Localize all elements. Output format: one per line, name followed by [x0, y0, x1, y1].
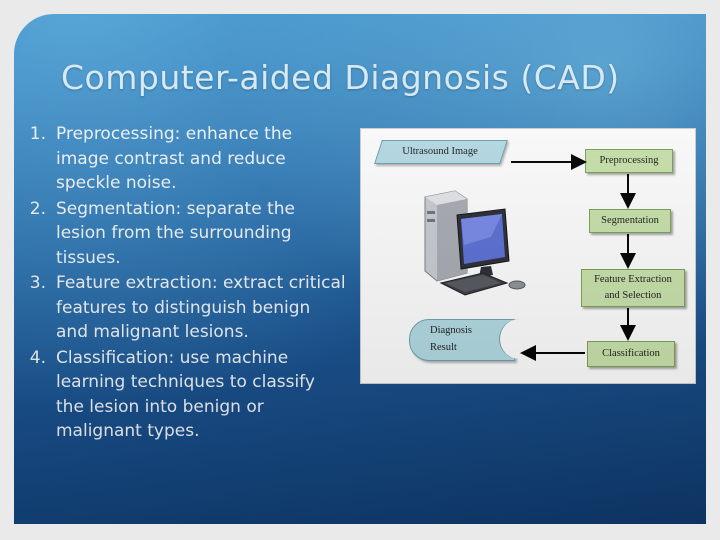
list-text: Segmentation: separate the lesion from t… [56, 198, 295, 268]
list-text: Classification: use machine learning tec… [56, 347, 315, 442]
steps-list: 1. Preprocessing: enhance the image cont… [26, 122, 346, 445]
list-number: 4. [29, 347, 46, 368]
computer-icon [424, 190, 526, 296]
slide: Computer-aided Diagnosis (CAD) 1. Prepro… [14, 14, 706, 524]
preprocessing-box: Preprocessing [585, 149, 673, 173]
diagnosis-result-line1: Diagnosis [430, 325, 472, 336]
list-item: 3. Feature extraction: extract critical … [26, 271, 346, 345]
list-number: 2. [29, 198, 46, 219]
list-item: 1. Preprocessing: enhance the image cont… [26, 122, 346, 196]
feature-extraction-line1: Feature Extraction [594, 274, 672, 285]
slide-title: Computer-aided Diagnosis (CAD) [61, 58, 620, 97]
list-number: 1. [29, 124, 46, 144]
diagnosis-result-label: Diagnosis Result [430, 322, 500, 356]
segmentation-box: Segmentation [589, 209, 671, 233]
list-item: 2. Segmentation: separate the lesion fro… [26, 197, 346, 271]
diagnosis-result-shape [409, 319, 528, 361]
feature-extraction-line2: and Selection [604, 290, 662, 301]
ultrasound-image-label: Ultrasound Image [402, 145, 478, 157]
flow-arrows [511, 154, 636, 361]
list-text: Preprocessing: enhance the image contras… [56, 124, 293, 193]
classification-box: Classification [587, 341, 675, 367]
cad-flowchart: Ultrasound Image Preprocessing Segmentat… [360, 128, 696, 384]
list-text: Feature extraction: extract critical fea… [56, 273, 346, 342]
list-item: 4. Classification: use machine learning … [26, 346, 346, 444]
list-number: 3. [29, 273, 46, 293]
feature-extraction-box: Feature Extraction and Selection [581, 269, 685, 307]
diagnosis-result-line2: Result [430, 342, 457, 353]
